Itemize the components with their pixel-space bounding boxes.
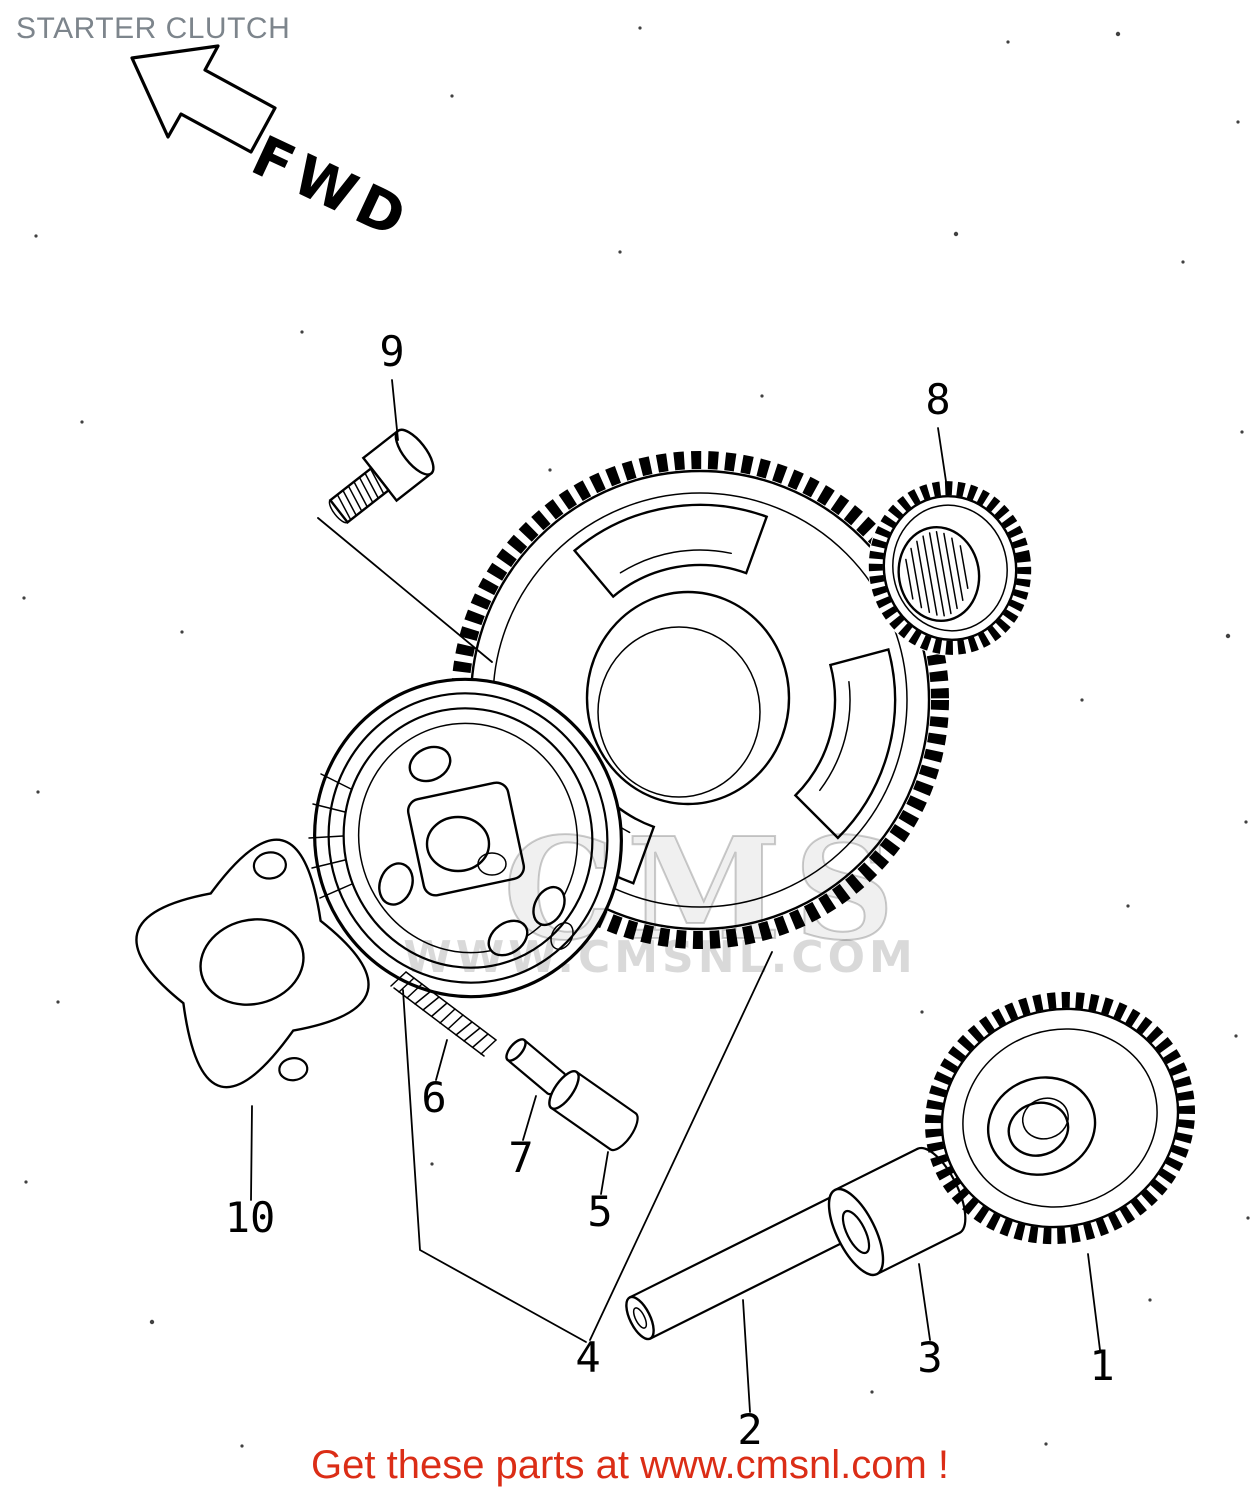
part-label-5: 5 (587, 1187, 612, 1236)
clutch-housing (308, 677, 623, 999)
gear-slot-top (572, 503, 769, 599)
part-label-4: 4 (575, 1333, 600, 1382)
part-label-10: 10 (225, 1193, 276, 1242)
part-label-2: 2 (737, 1405, 762, 1454)
part-5-roller (548, 1070, 639, 1152)
part-8-needle-bearing (867, 480, 1033, 656)
footer-link[interactable]: Get these parts at www.cmsnl.com ! (311, 1443, 949, 1487)
part-10-plate (135, 838, 370, 1089)
scan-noise-speckles (22, 26, 1250, 1448)
watermark-brand: CMS (503, 808, 907, 972)
part-number-labels: 9 8 10 6 7 5 4 2 3 1 (225, 327, 1115, 1454)
part-label-3: 3 (917, 1333, 942, 1382)
watermark-site: WWW.CMSNL.COM (403, 932, 917, 983)
part-9-bolt (328, 428, 435, 524)
part-label-9: 9 (379, 327, 404, 376)
part-label-1: 1 (1089, 1341, 1114, 1390)
page-title: STARTER CLUTCH (16, 12, 291, 45)
watermark: CMS WWW.CMSNL.COM (403, 807, 917, 983)
housing-hub-bore (425, 815, 491, 873)
part-label-7: 7 (508, 1133, 533, 1182)
fwd-arrow: FWD (130, 44, 421, 254)
part-6-spring (390, 971, 497, 1057)
fwd-label: FWD (242, 124, 421, 254)
part-label-8: 8 (925, 375, 950, 424)
leader-lines (250, 379, 1101, 1413)
part-3-spacer (827, 1146, 967, 1277)
part-label-6: 6 (421, 1073, 446, 1122)
